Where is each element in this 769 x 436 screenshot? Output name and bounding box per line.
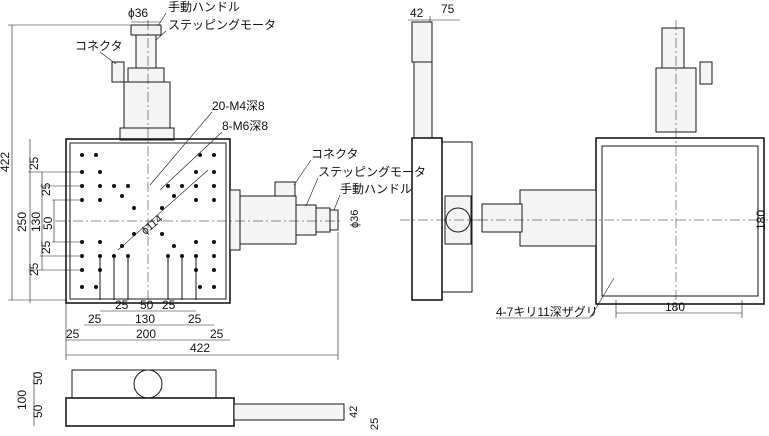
- front-view-motor: [233, 403, 345, 421]
- front-view-circle: [133, 369, 163, 399]
- dim-422-left: 422: [0, 152, 12, 172]
- label-hand-handle-top: 手動ハンドル: [168, 0, 240, 14]
- dim-25-l1: 25: [27, 156, 41, 170]
- right-view-motor: [661, 27, 685, 69]
- label-stepping-motor-right: ステッピングモータ: [318, 165, 426, 179]
- dim-25-l3: 25: [39, 240, 53, 254]
- dim-50-b: 50: [140, 298, 154, 312]
- front-view-lower: [65, 397, 235, 427]
- dim-50-s1: 50: [31, 371, 45, 385]
- dim-25-b6: 25: [210, 327, 224, 341]
- dim-42-side: 42: [348, 406, 360, 418]
- dim-114-line: [117, 169, 209, 251]
- label-tap-m6: 8-M6深8: [222, 119, 268, 133]
- dim-200: 200: [136, 327, 156, 341]
- dim-25-b2: 25: [162, 298, 176, 312]
- dim-180-right: 180: [754, 210, 768, 230]
- front-view: 100 50 50 42 25: [15, 369, 381, 430]
- side-motor-housing: [413, 61, 433, 139]
- dim-180-bottom: 180: [665, 300, 685, 314]
- side-stage-right: [441, 141, 473, 293]
- dim-42-top: 42: [410, 6, 424, 20]
- label-connector-right: コネクタ: [311, 147, 359, 161]
- dim-25-b3: 25: [88, 312, 102, 326]
- side-stage: [411, 137, 443, 301]
- hole-pattern: [80, 153, 216, 289]
- dim-25-b1: 25: [115, 298, 129, 312]
- dim-75-top: 75: [441, 2, 455, 16]
- dim-100: 100: [15, 390, 29, 410]
- dim-25-b4: 25: [188, 312, 202, 326]
- top-view: ϕ114: [55, 20, 340, 310]
- connector-top: [111, 61, 125, 83]
- top-view-dimensions: 422 250 130 50 25 25 25 25 25 50 25 25 1…: [0, 24, 339, 360]
- side-motor: [411, 21, 433, 63]
- right-view-table: [601, 145, 759, 297]
- label-connector-top: コネクタ: [75, 39, 123, 53]
- right-flange: [229, 189, 241, 251]
- motor-flange: [127, 67, 165, 83]
- dim-250: 250: [15, 212, 29, 232]
- label-tap-m4: 20-M4深8: [212, 99, 265, 113]
- slot-lines: [99, 255, 197, 300]
- right-view-handle: [481, 203, 523, 233]
- right-view-stage: [595, 137, 765, 305]
- right-view-connector: [699, 61, 713, 85]
- stepping-motor-top: [135, 34, 157, 69]
- right-view-side-motor: [519, 189, 597, 247]
- label-counterbore: 4-7キリ11深ザグリ: [496, 305, 598, 319]
- right-motor-housing: [239, 195, 297, 245]
- dim-phi36-right: ϕ36: [349, 210, 361, 228]
- connector-right: [274, 181, 296, 197]
- dim-130-b: 130: [135, 312, 155, 326]
- dim-25-l2: 25: [39, 182, 53, 196]
- right-motor-coupling: [295, 204, 317, 236]
- dim-50-left: 50: [41, 216, 55, 230]
- top-view-annotations: ϕ36 手動ハンドル ステッピングモータ コネクタ 20-M4深8 8-M6深8…: [75, 0, 426, 228]
- label-hand-handle-right: 手動ハンドル: [340, 182, 412, 196]
- dim-phi36-top: ϕ36: [128, 6, 148, 20]
- label-stepping-motor-top: ステッピングモータ: [168, 18, 276, 32]
- hand-handle-right-knob: [329, 209, 339, 231]
- dim-25-l4: 25: [27, 262, 41, 276]
- hand-handle-top-knob: [130, 24, 162, 36]
- dim-25-b5: 25: [66, 327, 80, 341]
- right-view: 180 180 4-7キリ11深ザグリ: [478, 20, 768, 319]
- motor-bracket: [119, 127, 175, 141]
- dim-130-left: 130: [29, 212, 43, 232]
- dim-422-bottom: 422: [190, 341, 210, 355]
- front-view-upper: [71, 369, 217, 399]
- dim-25-side: 25: [369, 418, 381, 430]
- side-view: 42 75: [400, 2, 480, 301]
- right-stepping-motor: [315, 207, 331, 233]
- dim-50-s2: 50: [31, 404, 45, 418]
